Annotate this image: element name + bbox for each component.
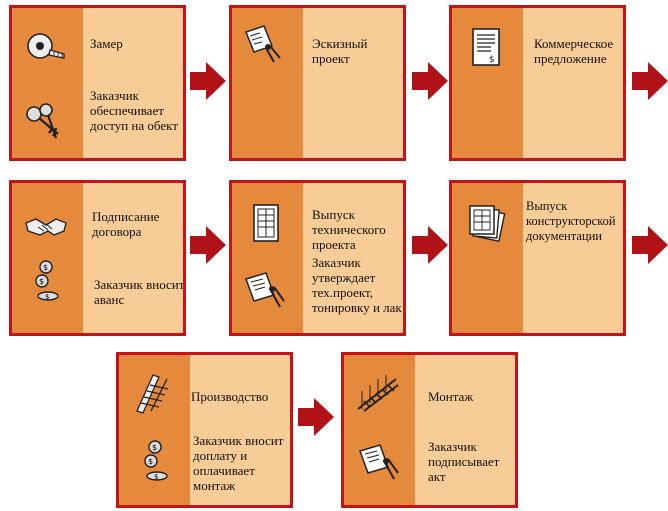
- step-note: Заказчик вносит аванс: [94, 277, 185, 307]
- svg-text:$: $: [148, 457, 153, 466]
- flow-arrow: [632, 62, 668, 100]
- svg-text:$: $: [39, 277, 44, 286]
- flow-arrow: [190, 226, 226, 264]
- price-document-icon: $: [464, 26, 508, 70]
- step-title: Эскизный проект: [312, 36, 368, 66]
- step-installation: Монтаж Заказчик подписывает акт: [341, 352, 518, 508]
- step-title: Замер: [90, 36, 123, 51]
- handshake-icon: [24, 205, 68, 249]
- step-note: Заказчик подписывает акт: [428, 439, 500, 484]
- step-title: Подписание договора: [92, 209, 160, 239]
- step-design-documentation: Выпуск конструкторской документации: [449, 180, 626, 336]
- coins-icon: $$$: [24, 259, 68, 303]
- signing-document-icon: [356, 439, 400, 483]
- flow-arrow: [298, 398, 334, 436]
- flow-arrow: [412, 62, 448, 100]
- tape-measure-icon: [24, 24, 68, 68]
- step-note: Заказчик утверждает тех.проект, тонировк…: [312, 255, 402, 315]
- step-title: Производство: [191, 389, 269, 404]
- step-title: Выпуск конструкторской документации: [526, 199, 616, 243]
- step-contract-signing: $$$ Подписание договора Заказчик вносит …: [9, 180, 186, 336]
- step-production: $$$ Производство Заказчик вносит доплату…: [116, 352, 293, 508]
- svg-text:$: $: [45, 293, 49, 301]
- step-title: Монтаж: [428, 389, 474, 404]
- step-technical-project: Выпуск технического проекта Заказчик утв…: [229, 180, 406, 336]
- step-title: Выпуск технического проекта: [312, 207, 386, 252]
- step-title: Коммерческое предложение: [534, 36, 614, 66]
- signing-document-icon: [242, 267, 286, 311]
- step-note: Заказчик вносит доплату и оплачивает мон…: [193, 433, 284, 493]
- keys-icon: [22, 100, 66, 144]
- sketch-document-icon: [240, 22, 284, 66]
- svg-text:$: $: [489, 55, 495, 65]
- flow-arrow: [190, 62, 226, 100]
- flow-arrow: [632, 226, 668, 264]
- step-note: Заказчик обеспечивает доступ на обект: [90, 88, 178, 133]
- step-sketch-project: Эскизный проект: [229, 5, 406, 161]
- svg-text:$: $: [154, 473, 158, 481]
- svg-text:$: $: [43, 263, 48, 272]
- svg-text:$: $: [152, 443, 157, 452]
- step-commercial-offer: $ Коммерческое предложение: [449, 5, 626, 161]
- stairs-installation-icon: [356, 371, 400, 415]
- flow-arrow: [412, 226, 448, 264]
- drawings-stack-icon: [464, 201, 508, 245]
- coins-icon: $$$: [133, 439, 177, 483]
- stairs-production-icon: [133, 371, 177, 415]
- blueprint-icon: [244, 201, 288, 245]
- step-measurement: Замер Заказчик обеспечивает доступ на об…: [9, 5, 186, 161]
